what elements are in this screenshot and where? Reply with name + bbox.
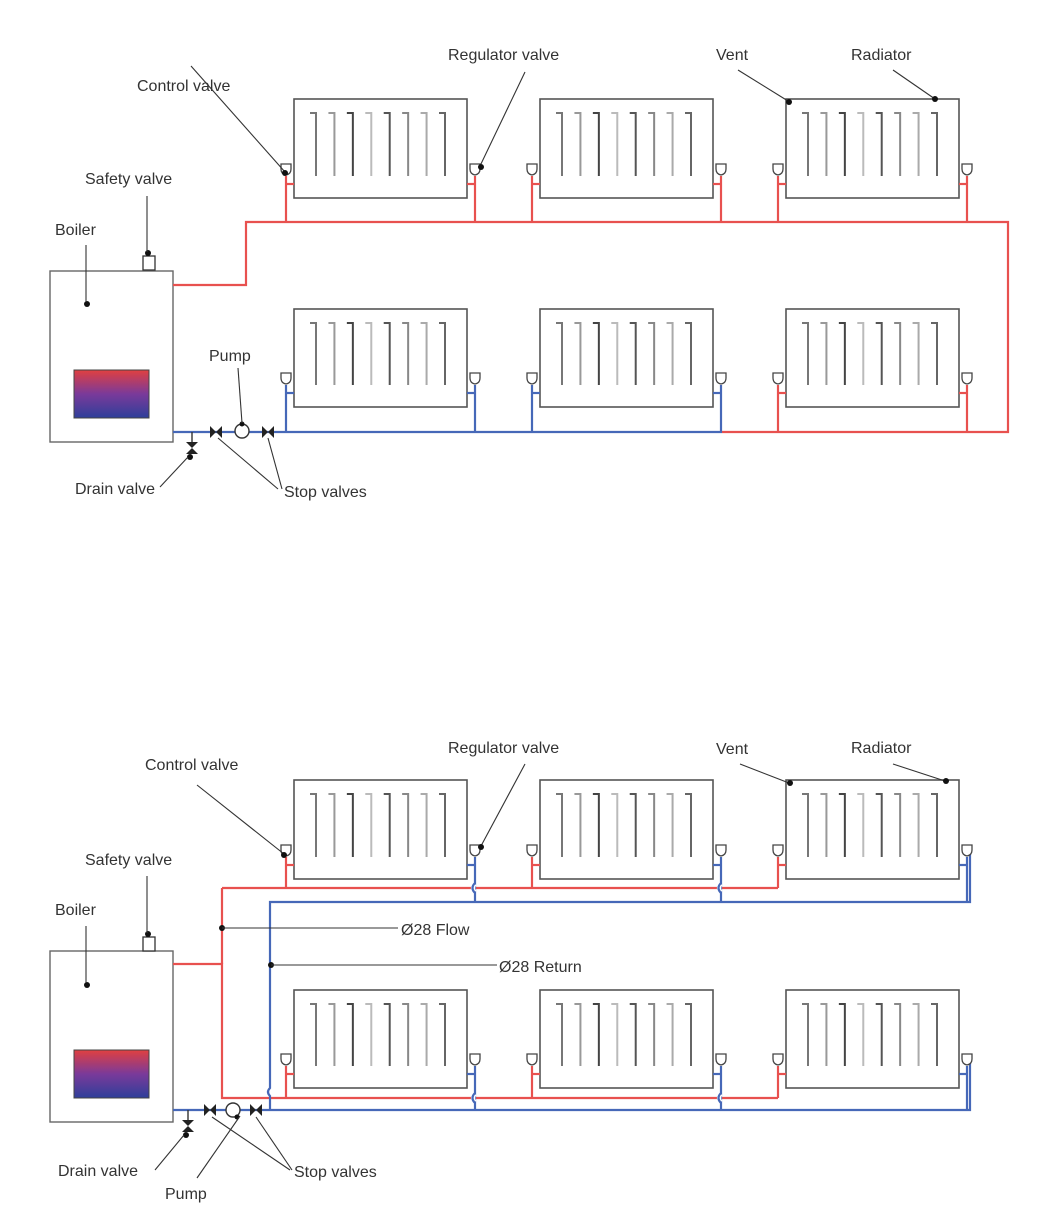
label-regulator-valve: Regulator valve <box>448 740 559 757</box>
drain-valve-icon <box>186 432 198 460</box>
radiator-valve-icon <box>715 1053 727 1066</box>
label-radiator: Radiator <box>851 47 912 64</box>
radiator-icon <box>280 779 481 902</box>
radiator-valve-icon <box>715 372 727 385</box>
radiator-valve-icon <box>961 844 973 857</box>
radiator-icon <box>526 308 727 432</box>
radiator-icon <box>772 989 973 1110</box>
label-pump: Pump <box>165 1186 207 1203</box>
leader-control-valve <box>196 784 285 855</box>
label-return: Ø28 Return <box>499 959 582 976</box>
safety-valve-icon <box>142 931 156 952</box>
leader-stop-valve-1 <box>217 437 279 490</box>
label-drain-valve: Drain valve <box>75 481 155 498</box>
safety-valve-icon <box>142 250 156 271</box>
radiator-valve-icon <box>715 163 727 176</box>
leader-regulator-valve <box>480 763 526 847</box>
leader-pump <box>196 1115 241 1179</box>
leader-drain-valve <box>159 456 189 488</box>
radiator-valve-icon <box>961 372 973 385</box>
burner-icon <box>73 1049 150 1099</box>
leader-radiator <box>892 69 936 100</box>
stop-valve-icon <box>210 426 274 438</box>
radiator-valve-icon <box>469 844 481 857</box>
leader-radiator <box>892 763 946 782</box>
radiator-icon <box>772 308 973 432</box>
radiator-valve-icon <box>715 844 727 857</box>
leader-stop-valve-2 <box>255 1116 293 1171</box>
radiator-valve-icon <box>526 163 538 176</box>
radiator-valve-icon <box>772 163 784 176</box>
leader-control-valve <box>190 65 286 173</box>
label-control-valve: Control valve <box>145 757 238 774</box>
drain-valve-icon <box>182 1110 194 1138</box>
radiator-icon <box>526 98 727 222</box>
radiator-valve-icon <box>469 163 481 176</box>
label-regulator-valve: Regulator valve <box>448 47 559 64</box>
radiator-icon <box>280 98 481 222</box>
diagram-one-pipe: Control valve Regulator valve Vent Radia… <box>49 47 1010 501</box>
pump-icon <box>234 421 250 439</box>
label-pump: Pump <box>209 348 251 365</box>
leader-vent <box>737 69 789 102</box>
label-boiler: Boiler <box>55 902 97 919</box>
radiator-icon <box>772 779 973 902</box>
label-stop-valves: Stop valves <box>294 1164 377 1181</box>
leader-regulator-valve <box>479 71 526 167</box>
boiler-icon <box>49 950 174 1123</box>
radiator-valve-icon <box>772 844 784 857</box>
radiator-valve-icon <box>280 372 292 385</box>
radiator-valve-icon <box>961 163 973 176</box>
radiator-valve-icon <box>526 1053 538 1066</box>
stop-valve-icon <box>204 1104 262 1116</box>
radiator-icon <box>280 308 481 432</box>
label-radiator: Radiator <box>851 740 912 757</box>
boiler-icon <box>49 270 174 443</box>
label-boiler: Boiler <box>55 222 97 239</box>
leader-stop-valve-2 <box>267 437 283 490</box>
leader-pump <box>237 367 243 424</box>
radiator-valve-icon <box>526 844 538 857</box>
radiator-icon <box>280 989 481 1110</box>
label-vent: Vent <box>716 47 749 64</box>
label-flow: Ø28 Flow <box>401 922 470 939</box>
label-control-valve: Control valve <box>137 78 230 95</box>
label-drain-valve: Drain valve <box>58 1163 138 1180</box>
burner-icon <box>73 369 150 419</box>
label-safety-valve: Safety valve <box>85 171 172 188</box>
leader-vent <box>739 763 790 784</box>
radiator-valve-icon <box>526 372 538 385</box>
pump-icon <box>225 1102 241 1120</box>
radiator-valve-icon <box>280 1053 292 1066</box>
label-stop-valves: Stop valves <box>284 484 367 501</box>
leader-stop-valve-1 <box>211 1116 291 1171</box>
diagram-two-pipe: Control valve Regulator valve Vent Radia… <box>49 740 973 1203</box>
label-safety-valve: Safety valve <box>85 852 172 869</box>
radiator-icon <box>526 989 727 1110</box>
radiator-valve-icon <box>961 1053 973 1066</box>
radiator-icon <box>526 779 727 902</box>
radiator-valve-icon <box>772 372 784 385</box>
radiator-valve-icon <box>469 1053 481 1066</box>
leader-drain-valve <box>154 1134 185 1171</box>
label-vent: Vent <box>716 741 749 758</box>
radiator-valve-icon <box>469 372 481 385</box>
radiator-valve-icon <box>772 1053 784 1066</box>
radiator-icon <box>772 98 973 222</box>
